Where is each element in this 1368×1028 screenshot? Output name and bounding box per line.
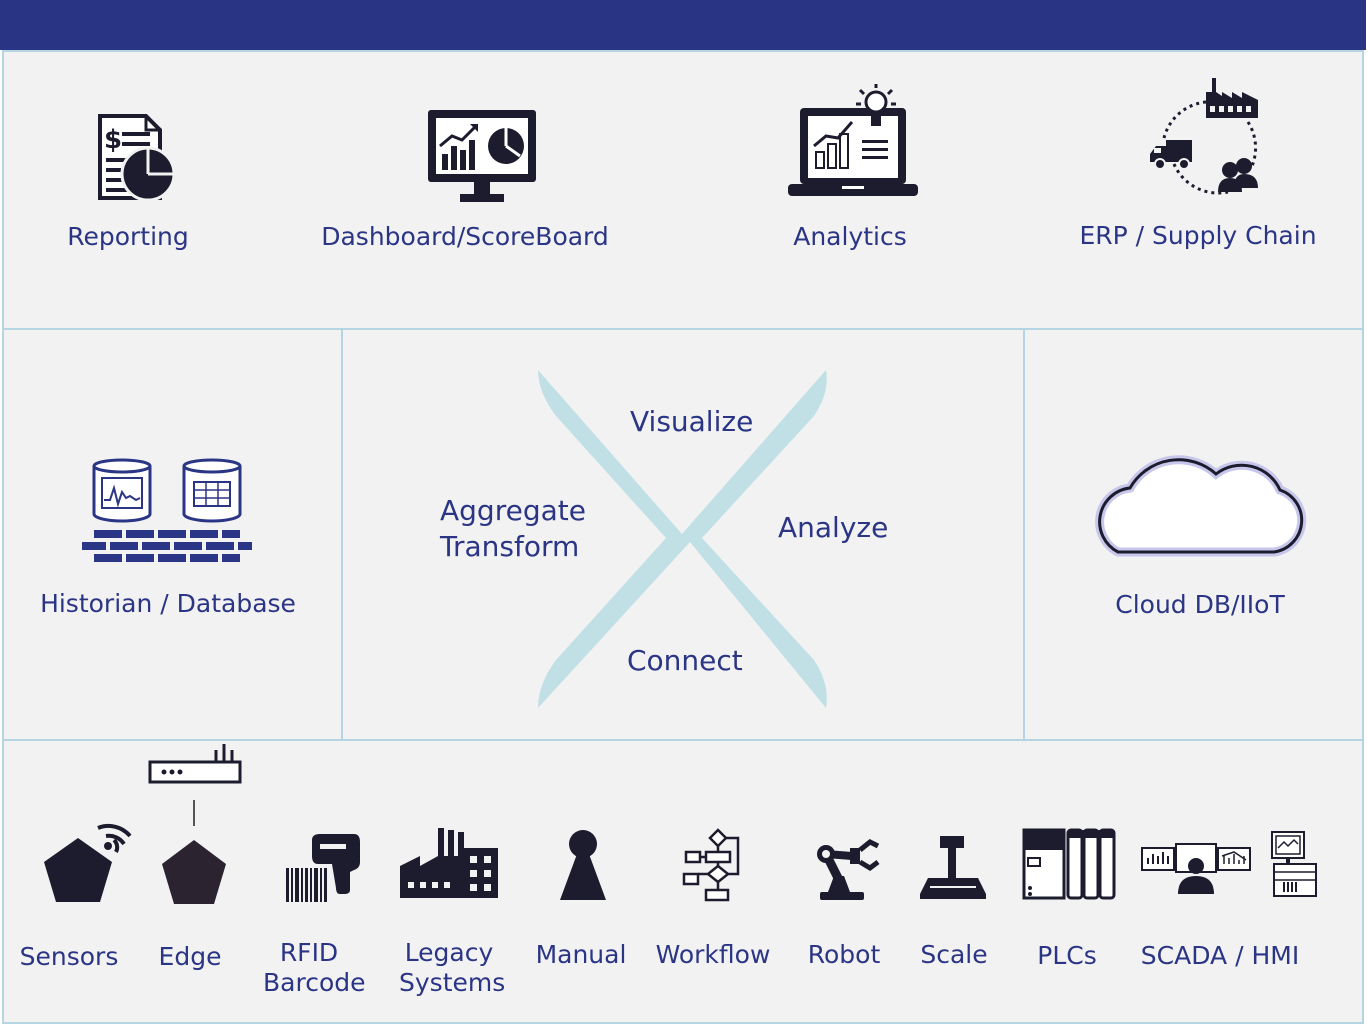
edge-gateway-icon (148, 744, 242, 904)
systems-label: Systems (399, 968, 506, 997)
historian-label: Historian / Database (40, 589, 296, 618)
plcs-label: PLCs (1037, 941, 1097, 970)
scada-hmi-label: SCADA / HMI (1140, 941, 1300, 970)
top-panel (2, 50, 1364, 330)
robot-arm-icon (817, 839, 880, 900)
plc-icon (1022, 828, 1116, 900)
scada-hmi-icon (1141, 831, 1317, 897)
factory-icon (400, 828, 498, 898)
svg-text:$: $ (104, 125, 122, 155)
scale-icon (920, 836, 986, 899)
connect-label: Connect (627, 644, 743, 677)
workflow-label: Workflow (655, 940, 771, 969)
person-icon (560, 830, 606, 900)
database-wall-icon (82, 458, 252, 562)
sensors-label: Sensors (19, 942, 119, 971)
barcode-scanner-icon (286, 834, 360, 902)
scale-label: Scale (920, 940, 988, 969)
barcode-label: Barcode (263, 968, 366, 997)
dashboard-monitor-icon (428, 110, 536, 202)
legacy-label: Legacy (404, 938, 494, 967)
dashboard-label: Dashboard/ScoreBoard (321, 222, 609, 251)
visualize-label: Visualize (630, 405, 754, 438)
x-shape-graphic (538, 370, 827, 708)
reporting-label: Reporting (67, 222, 189, 251)
report-document-icon: $ (98, 114, 176, 202)
aggregate-label: Aggregate (440, 494, 586, 527)
rfid-label: RFID (279, 938, 339, 967)
cloud-label: Cloud DB/IIoT (1115, 590, 1285, 619)
robot-label: Robot (807, 940, 881, 969)
edge-label: Edge (158, 942, 222, 971)
analyze-label: Analyze (778, 511, 889, 544)
cloud-icon (1095, 455, 1307, 557)
transform-label: Transform (440, 530, 580, 563)
sensor-icon (44, 824, 132, 902)
erp-supply-chain-label: ERP / Supply Chain (1079, 221, 1317, 250)
manual-label: Manual (535, 940, 627, 969)
supply-chain-icon (1150, 78, 1258, 195)
analytics-label: Analytics (793, 222, 907, 251)
flowchart-icon (682, 828, 740, 902)
header-bar (0, 0, 1366, 50)
analytics-laptop-icon (788, 84, 918, 196)
